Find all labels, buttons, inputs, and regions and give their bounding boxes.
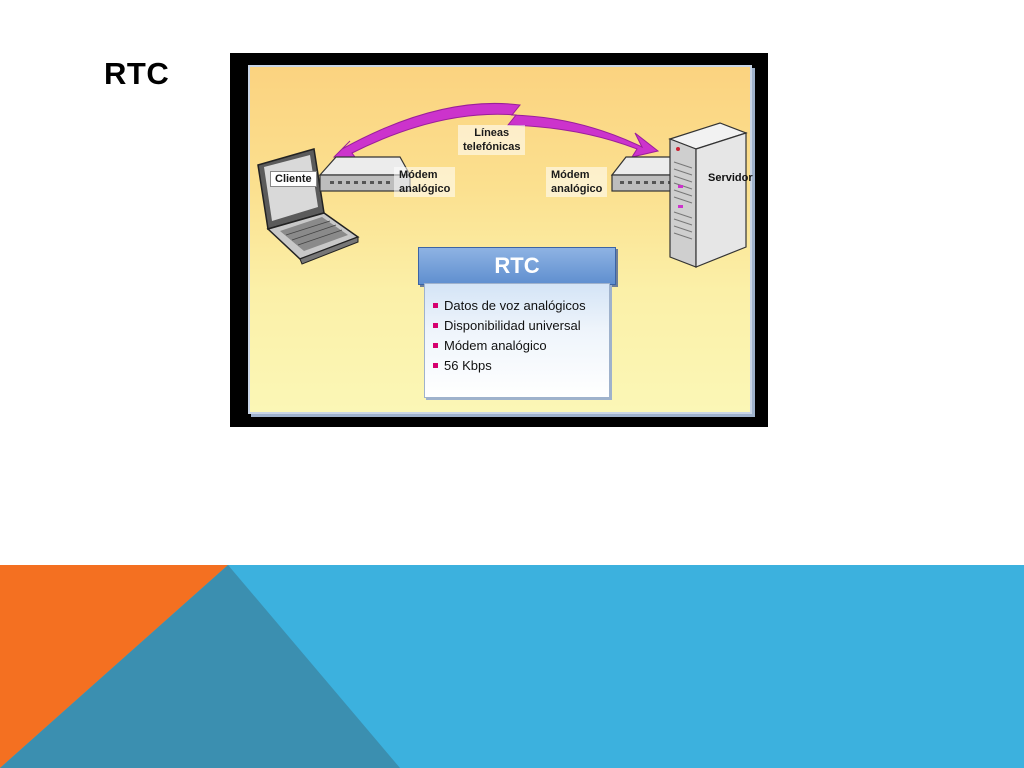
feature-item: Módem analógico: [433, 336, 609, 356]
modem-right-label-line2: analógico: [551, 183, 603, 195]
double-arrow-icon: [332, 102, 660, 162]
modem-right-label-line1: Módem: [551, 169, 590, 181]
feature-text: Disponibilidad universal: [444, 318, 581, 333]
feature-text: Módem analógico: [444, 338, 547, 353]
rtc-diagram: Cliente Líneas telefónicas Módem analógi…: [230, 53, 768, 427]
feature-text: Datos de voz analógicos: [444, 298, 586, 313]
feature-item: 56 Kbps: [433, 356, 609, 376]
bullet-icon: [433, 363, 438, 369]
server-label: Servidor: [708, 172, 753, 184]
modem-left-label: Módem analógico: [394, 167, 456, 197]
feature-text: 56 Kbps: [444, 358, 492, 373]
modem-icon: [318, 156, 412, 192]
diagram-panel: Cliente Líneas telefónicas Módem analógi…: [248, 65, 753, 414]
bullet-icon: [433, 323, 438, 329]
modem-left-label-line2: analógico: [399, 183, 451, 195]
lines-label-line1: Líneas: [474, 127, 510, 139]
feature-item: Disponibilidad universal: [433, 316, 609, 336]
rtc-box-title: RTC: [418, 247, 616, 285]
server-icon: [668, 122, 748, 268]
client-label: Cliente: [270, 171, 317, 187]
feature-item: Datos de voz analógicos: [433, 296, 609, 316]
slide-title: RTC: [104, 56, 170, 91]
footer-decoration: [0, 565, 1024, 768]
bullet-icon: [433, 343, 438, 349]
modem-right-label: Módem analógico: [546, 167, 608, 197]
lines-label: Líneas telefónicas: [458, 125, 526, 155]
bullet-icon: [433, 303, 438, 309]
modem-left-label-line1: Módem: [399, 169, 438, 181]
rtc-features-box: Datos de voz analógicos Disponibilidad u…: [424, 283, 610, 398]
lines-label-line2: telefónicas: [463, 141, 521, 153]
footer-steel-blue-triangle: [0, 565, 400, 768]
